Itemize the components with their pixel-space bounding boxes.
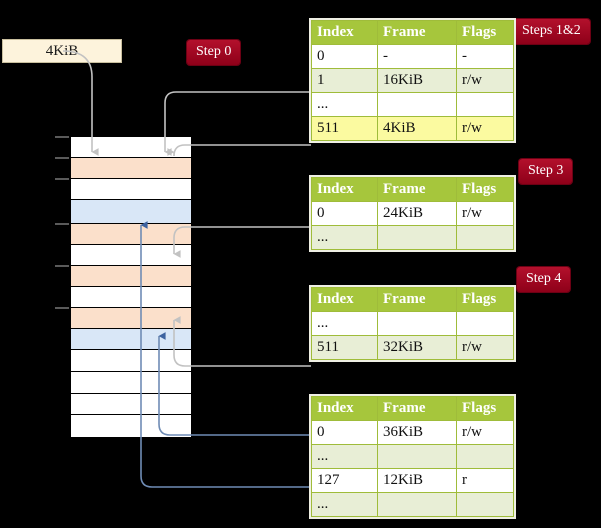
memory-tick [55,265,69,267]
memory-row [71,394,191,415]
memory-row [71,245,191,266]
cell-flags: r/w [456,68,514,93]
cell-flags: r/w [456,201,514,226]
table-row: ... [311,492,514,517]
memory-tick [55,223,69,225]
connector-steps-1-2-b [167,144,311,157]
cell-frame [377,492,457,517]
connector-step-4 [173,316,311,367]
column-header-index: Index [311,396,378,421]
column-header-frame: Frame [377,20,457,45]
cell-frame: 4KiB [377,116,457,141]
cell-index: 511 [311,335,378,360]
source-frame-label: 4KiB [45,43,79,59]
cell-flags: r/w [456,335,514,360]
column-header-index: Index [311,287,378,312]
cell-frame [377,92,457,117]
cell-index: 0 [311,201,378,226]
cell-flags: r [456,468,514,493]
cell-index: 511 [311,116,378,141]
memory-row [71,224,191,245]
source-frame-box: 4KiB [2,39,122,63]
column-header-flags: Flags [456,20,514,45]
cell-flags [456,311,514,336]
cell-frame [377,444,457,469]
cell-index: 1 [311,68,378,93]
table-row: ... [311,444,514,469]
cell-frame: - [377,44,457,69]
column-header-index: Index [311,20,378,45]
memory-tick [55,178,69,180]
memory-row [71,266,191,287]
cell-frame: 36KiB [377,420,457,445]
memory-row [71,350,191,372]
badge-step-3: Step 3 [519,159,573,184]
cell-index: ... [311,92,378,117]
cell-frame: 12KiB [377,468,457,493]
memory-column [70,136,191,437]
cell-index: 0 [311,420,378,445]
memory-row [71,329,191,350]
cell-flags: r/w [456,116,514,141]
cell-flags [456,492,514,517]
table-row: ... [311,225,514,250]
cell-frame [377,225,457,250]
cell-frame: 24KiB [377,201,457,226]
cell-index: ... [311,492,378,517]
column-header-frame: Frame [377,177,457,202]
cell-frame: 32KiB [377,335,457,360]
cell-flags [456,225,514,250]
cell-flags [456,92,514,117]
memory-row [71,287,191,308]
memory-row [71,415,191,437]
cell-flags: - [456,44,514,69]
table-row: 0-- [311,44,514,69]
cell-index: ... [311,225,378,250]
connector-step-3 [173,226,311,258]
memory-row [71,179,191,200]
column-header-index: Index [311,177,378,202]
column-header-flags: Flags [456,177,514,202]
cell-frame: 16KiB [377,68,457,93]
cell-index: 127 [311,468,378,493]
memory-tick [55,136,69,138]
badge-step-0: Step 0 [187,40,241,65]
memory-row [71,158,191,179]
column-header-frame: Frame [377,287,457,312]
cell-flags [456,444,514,469]
badge-steps-1-2: Steps 1&2 [513,19,590,44]
memory-row [71,372,191,394]
column-header-frame: Frame [377,396,457,421]
cell-flags: r/w [456,420,514,445]
table-row: ... [311,92,514,117]
column-header-flags: Flags [456,396,514,421]
cell-index: 0 [311,44,378,69]
table-row: ... [311,311,514,336]
memory-row [71,308,191,329]
memory-row [71,137,191,158]
cell-index: ... [311,311,378,336]
column-header-flags: Flags [456,287,514,312]
badge-step-4: Step 4 [517,267,571,292]
cell-index: ... [311,444,378,469]
memory-row [71,200,191,224]
memory-tick [55,157,69,159]
memory-tick [55,307,69,309]
cell-frame [377,311,457,336]
